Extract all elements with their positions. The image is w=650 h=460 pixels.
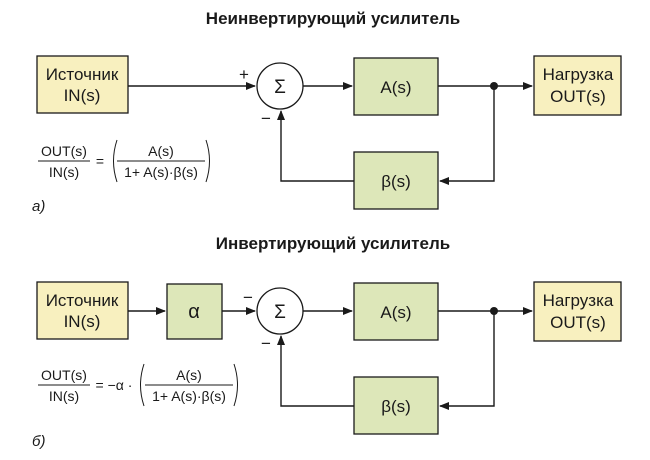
formula-b-lhs-denominator: IN(s): [49, 388, 79, 404]
diagram-b-label: б): [32, 433, 45, 450]
sigma-symbol-b: Σ: [274, 302, 286, 323]
feedback-label-a: β(s): [381, 172, 411, 191]
load-label-b: Нагрузка: [543, 291, 614, 310]
formula-b-rhs-denominator: 1+ A(s)·β(s): [152, 388, 226, 404]
transfer-formula-a: OUT(s) IN(s) = A(s) 1+ A(s)·β(s): [38, 139, 210, 183]
formula-a-equals: =: [96, 153, 104, 169]
diagram-noninverting: Неинвертирующий усилитель Источник IN(s)…: [32, 9, 622, 215]
load-label-a: Нагрузка: [543, 65, 614, 84]
forward-block-a: A(s): [353, 57, 439, 116]
source-signal-a: IN(s): [64, 86, 101, 105]
diagram-a-label: а): [32, 198, 45, 215]
alpha-label-b: α: [188, 301, 200, 323]
formula-b-lhs-numerator: OUT(s): [41, 367, 87, 383]
transfer-formula-b: OUT(s) IN(s) = −α · A(s) 1+ A(s)·β(s): [38, 363, 238, 407]
load-block-b: Нагрузка OUT(s): [533, 281, 622, 342]
feedback-path-to-sum-b: [277, 335, 354, 407]
source-signal-b: IN(s): [64, 312, 101, 331]
source-label-b: Источник: [46, 291, 119, 310]
formula-b-rhs-numerator: A(s): [176, 367, 202, 383]
diagram-b-title: Инвертирующий усилитель: [216, 234, 450, 253]
feedback-sign-a: −: [261, 109, 271, 128]
sigma-symbol-a: Σ: [274, 77, 286, 98]
summing-junction-a: Σ: [256, 62, 304, 110]
summing-junction-b: Σ: [256, 287, 304, 335]
diagram-a-title: Неинвертирующий усилитель: [206, 9, 460, 28]
formula-b-equals: = −α ·: [96, 377, 133, 393]
formula-a-rhs-denominator: 1+ A(s)·β(s): [124, 164, 198, 180]
feedback-sign-b: −: [261, 334, 271, 353]
alpha-block-b: α: [166, 283, 223, 340]
load-signal-b: OUT(s): [550, 313, 606, 332]
feedback-label-b: β(s): [381, 397, 411, 416]
input-sign-a: +: [239, 65, 249, 84]
feedback-path-to-beta-b: [439, 311, 495, 410]
source-block-b: Источник IN(s): [36, 281, 129, 340]
diagram-inverting: Инвертирующий усилитель Источник IN(s) α…: [32, 234, 622, 450]
feedback-path-to-sum-a: [277, 110, 354, 182]
forward-label-a: A(s): [380, 78, 411, 97]
forward-label-b: A(s): [380, 303, 411, 322]
formula-a-rhs-numerator: A(s): [148, 143, 174, 159]
formula-a-lhs-numerator: OUT(s): [41, 143, 87, 159]
formula-a-lhs-denominator: IN(s): [49, 164, 79, 180]
load-signal-a: OUT(s): [550, 87, 606, 106]
input-sign-b: −: [243, 288, 253, 307]
feedback-path-to-beta-a: [439, 86, 495, 185]
feedback-block-b: β(s): [353, 376, 439, 435]
source-block-a: Источник IN(s): [36, 55, 129, 114]
load-block-a: Нагрузка OUT(s): [533, 55, 622, 116]
feedback-block-a: β(s): [353, 151, 439, 210]
source-label-a: Источник: [46, 65, 119, 84]
forward-block-b: A(s): [353, 282, 439, 341]
